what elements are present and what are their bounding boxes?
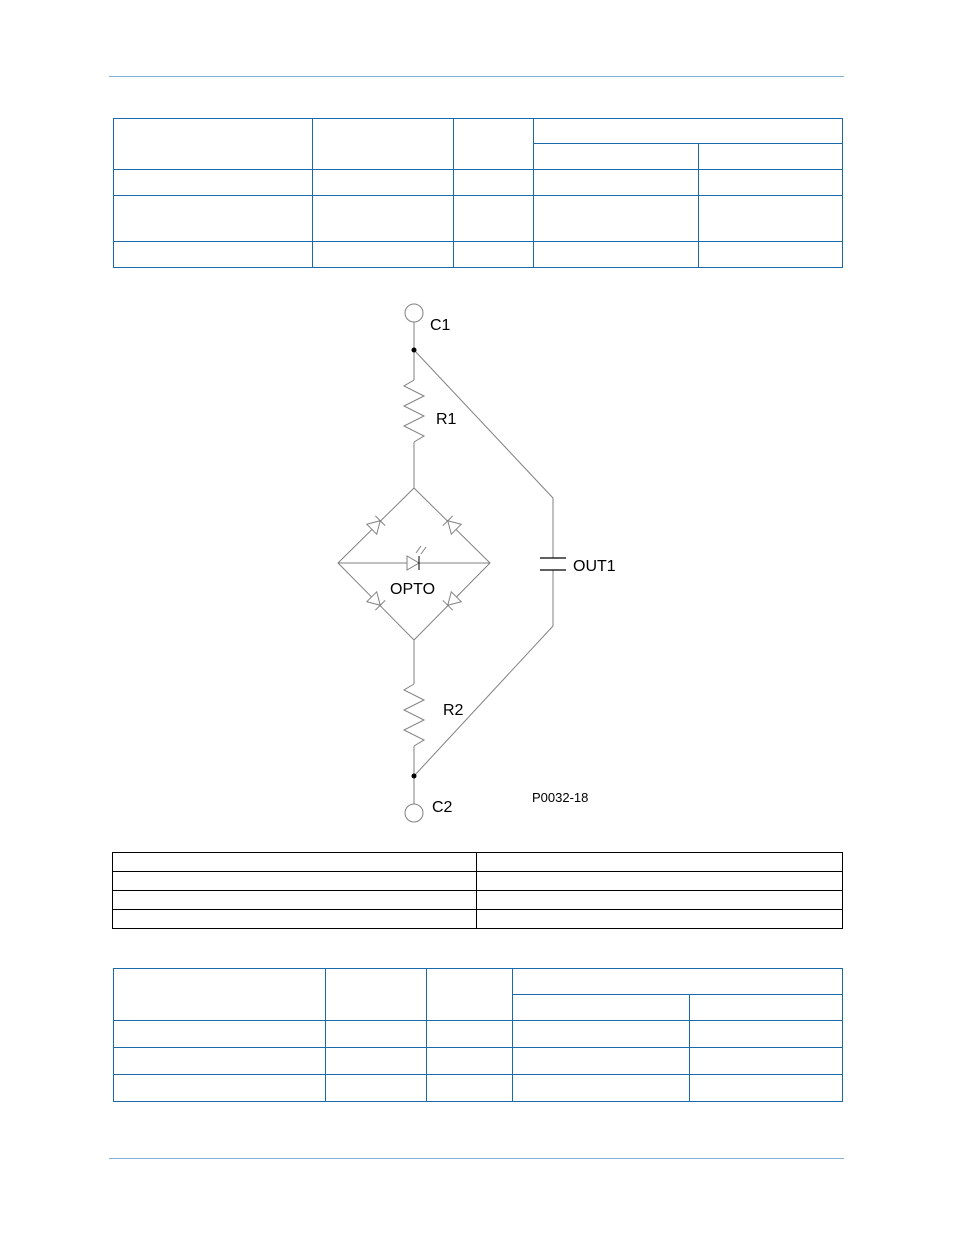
table-row <box>112 852 843 872</box>
table-row <box>113 1020 843 1048</box>
table-row <box>113 1047 843 1075</box>
terminal-c1-icon <box>404 303 424 323</box>
table-row <box>112 871 843 891</box>
figure-code: P0032-18 <box>532 790 588 805</box>
table-row <box>112 909 843 929</box>
opto-led-icon <box>406 545 427 571</box>
table-row <box>113 1074 843 1102</box>
table-row <box>113 169 843 196</box>
terminal-c2-icon <box>404 803 424 823</box>
table-header-cell <box>325 968 427 1021</box>
table-subheader-cell <box>533 143 699 170</box>
label-opto: OPTO <box>390 581 435 598</box>
table-header-cell <box>426 968 513 1021</box>
diode-lower-right-icon <box>442 590 463 611</box>
label-out1: OUT1 <box>573 558 616 575</box>
table-subheader-cell <box>512 994 690 1021</box>
label-c2: C2 <box>432 799 453 816</box>
label-c1: C1 <box>430 317 451 334</box>
footer-rule <box>109 1158 844 1159</box>
label-r1: R1 <box>436 411 457 428</box>
diode-upper-right-icon <box>442 515 463 536</box>
diode-upper-left-icon <box>365 515 386 536</box>
table-row <box>113 195 843 242</box>
table-header-cell <box>113 968 326 1021</box>
label-r2: R2 <box>443 702 464 719</box>
diode-lower-left-icon <box>365 590 386 611</box>
resistor-r2-icon <box>402 683 426 747</box>
specification-table-1 <box>113 118 843 268</box>
table-subheader-cell <box>689 994 843 1021</box>
header-rule <box>109 76 844 77</box>
specification-table-2 <box>113 968 843 1102</box>
legend-table <box>112 852 843 929</box>
table-group-header-cell <box>533 118 843 144</box>
junction-dot <box>411 347 417 353</box>
contact-out1-icon <box>540 557 566 571</box>
table-group-header-cell <box>512 968 843 995</box>
junction-dot <box>411 773 417 779</box>
table-row <box>112 890 843 910</box>
resistor-r1-icon <box>402 379 426 443</box>
table-row <box>113 241 843 268</box>
table-header-cell <box>453 118 534 170</box>
